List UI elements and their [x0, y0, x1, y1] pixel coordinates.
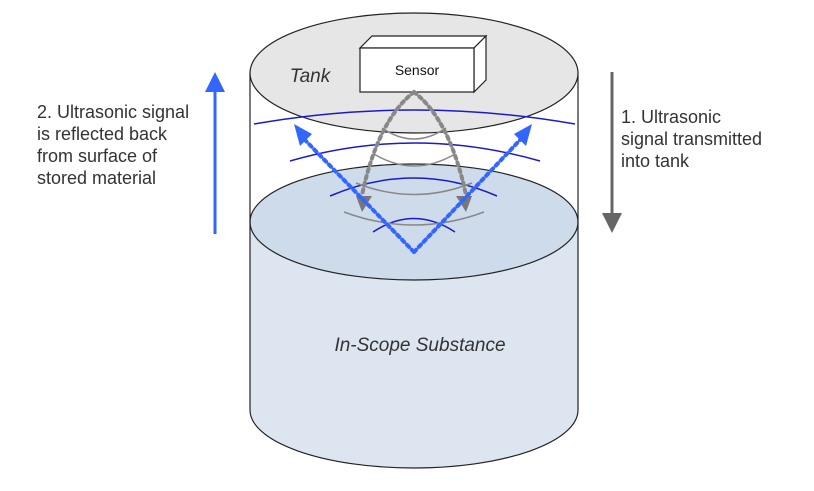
- sensor-box: [358, 34, 488, 94]
- substance-surface: [249, 163, 579, 281]
- reflect-arrowhead-left: [294, 124, 312, 146]
- reflect-direction-arrow: [205, 72, 225, 234]
- reflect-caption-line: from surface of: [37, 146, 158, 166]
- tank-bottom: [249, 409, 579, 469]
- transmit-arrowhead-left: [356, 196, 372, 212]
- transmit-caption: 1. Ultrasonic signal transmitted into ta…: [621, 106, 762, 172]
- reflect-arrowhead-right: [514, 124, 532, 146]
- transmit-caption-line: 1. Ultrasonic: [621, 107, 722, 127]
- transmit-arrowhead-right: [456, 196, 472, 212]
- reflected-signal-arrows: [303, 138, 522, 254]
- transmitted-wave-arcs: [343, 127, 485, 226]
- transmit-caption-line: signal transmitted: [621, 129, 763, 149]
- sensor-label: Sensor: [395, 62, 440, 78]
- reflect-caption-line: is reflected back: [37, 124, 168, 144]
- substance-label: In-Scope Substance: [334, 335, 505, 356]
- substance-body: [250, 222, 578, 468]
- reflect-caption-line: stored material: [37, 168, 157, 188]
- transmit-caption-line: into tank: [621, 151, 690, 171]
- reflect-caption-line: 2. Ultrasonic signal: [37, 102, 190, 122]
- transmitted-signal-arrows: [360, 90, 468, 197]
- tank-label: Tank: [290, 66, 332, 87]
- reflect-caption: 2. Ultrasonic signal is reflected back f…: [37, 101, 189, 189]
- transmit-direction-arrow: [602, 72, 622, 233]
